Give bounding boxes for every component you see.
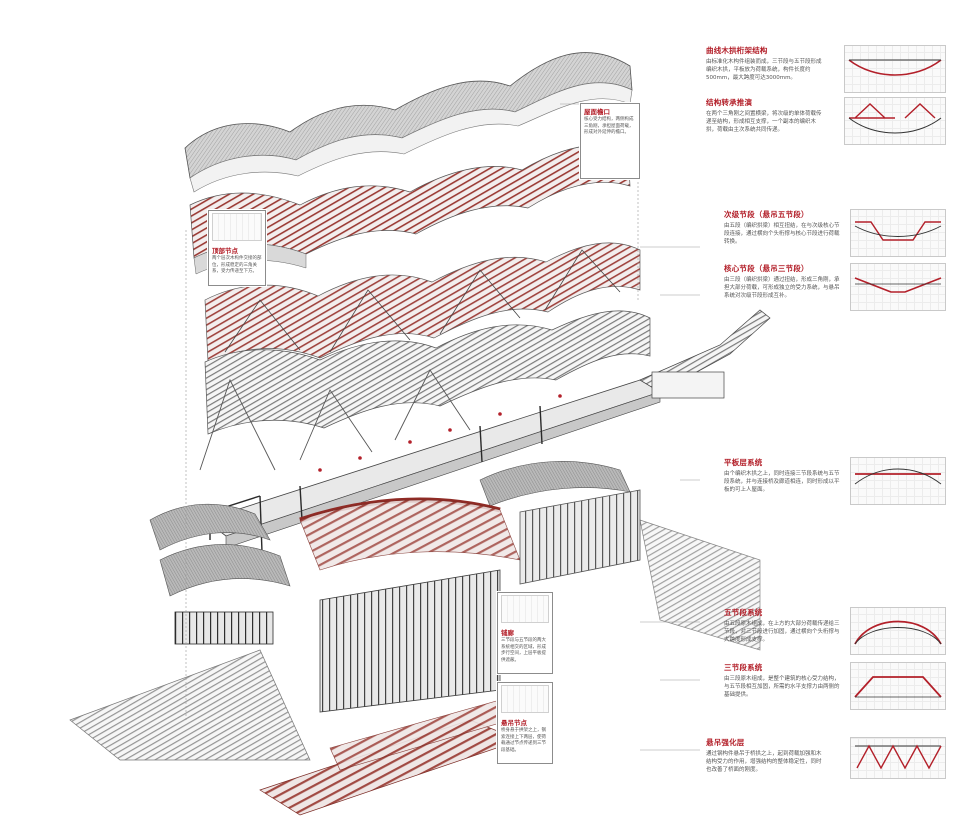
note-thumbnail	[850, 737, 946, 779]
note-curved-timber-arch: 曲线木拱桁架结构 由标准化木构件组装而成，三节段与五节段形成编织木拱，平板放为荷…	[706, 45, 956, 93]
callout-eave: 屋面檐口 核心受力结构，两侧构成三角刚，承担屋面荷载，形成对外延伸的檐口。	[580, 103, 640, 179]
rafter-layer-lower	[199, 310, 651, 471]
note-title: 悬吊强化层	[706, 738, 745, 747]
callout-thumbnail	[212, 213, 262, 241]
note-title: 核心节段（悬吊三节段）	[724, 264, 809, 273]
callout-description: 核心受力结构，两侧构成三角刚，承担屋面荷载，形成对外延伸的檐口。	[584, 117, 634, 135]
note-three-segment: 三节段系统 由三段原木组成，是整个建筑的核心受力结构，与五节段相互加固，所需的水…	[724, 662, 960, 710]
callout-top-node: 顶部节点 两个层次木构件交接的部位，形成稳定的三角关系，受力传递至下方。	[208, 210, 266, 286]
note-thumbnail	[850, 457, 946, 505]
callout-description: 两个层次木构件交接的部位，形成稳定的三角关系，受力传递至下方。	[212, 256, 262, 274]
main-hall	[174, 489, 641, 713]
lower-roof-layer	[149, 461, 631, 597]
callout-title: 屋面檐口	[584, 108, 610, 116]
note-description: 由五段（编织拱梁）相互扭结，在与次级核心节段连接，通过横向个头桁撑与核心节段进行…	[724, 223, 840, 245]
callout-title: 顶部节点	[212, 247, 238, 255]
ground-structure	[69, 519, 761, 816]
note-title: 结构转承推演	[706, 98, 753, 107]
callout-corridor: 铺廊 三节段与五节段的两大系统相交的区域，形成步行空间，上层平板提供遮蔽。	[497, 592, 553, 674]
note-description: 由五段原木组成，在上方的大部分荷载传递给三节段，对三节段进行加固，通过横向个头桁…	[724, 621, 840, 643]
callout-title: 铺廊	[501, 629, 514, 637]
note-thumbnail	[850, 662, 946, 710]
note-title: 平板层系统	[724, 458, 763, 467]
note-description: 由三段（编织拱梁）通过扭结，形成三角刚，承担大部分荷载，可形成独立的受力系统，与…	[724, 277, 840, 299]
rafter-layer-middle	[204, 242, 641, 363]
callout-title: 悬吊节点	[501, 719, 527, 727]
note-core-segment: 核心节段（悬吊三节段） 由三段（编织拱梁）通过扭结，形成三角刚，承担大部分荷载，…	[724, 263, 960, 311]
note-deck-system: 平板层系统 由个编织木拱之上，同时连接三节段系统与五节段系统，并与连接桥及廊道相…	[724, 457, 960, 505]
roof-layer-top	[184, 52, 633, 193]
note-title: 五节段系统	[724, 608, 763, 617]
callout-thumbnail	[501, 595, 549, 623]
note-thumbnail	[850, 209, 946, 257]
note-description: 通过钢构件悬吊于桥拱之上，起到荷载加强和木结构受力的作用，增强结构的整体稳定性，…	[706, 751, 822, 773]
note-secondary-segment: 次级节段（悬吊五节段） 由五段（编织拱梁）相互扭结，在与次级核心节段连接，通过横…	[724, 209, 960, 257]
note-description: 由标准化木构件组装而成，三节段与五节段形成编织木拱，平板放为荷载系统，构件长度约…	[706, 59, 822, 81]
note-suspension-layer: 悬吊强化层 通过钢构件悬吊于桥拱之上，起到荷载加强和木结构受力的作用，增强结构的…	[706, 737, 956, 779]
callout-description: 桥身悬于拱架之上，钢索连接上下两层，使荷载通过节点传递到三节段基础。	[501, 728, 546, 753]
note-description: 由个编织木拱之上，同时连接三节段系统与五节段系统，并与连接桥及廊道相连，同时形成…	[724, 471, 840, 493]
note-thumbnail	[844, 45, 946, 93]
note-structure-transfer: 结构转承推演 在两个三角刚之间置横梁，将次级的单体荷载传递至结构，形成相互支撑，…	[706, 97, 956, 145]
callout-thumbnail	[501, 685, 549, 713]
note-title: 三节段系统	[724, 663, 763, 672]
note-description: 在两个三角刚之间置横梁，将次级的单体荷载传递至结构，形成相互支撑，一个副本的编织…	[706, 111, 822, 133]
note-description: 由三段原木组成，是整个建筑的核心受力结构，与五节段相互加固，所需的水平支撑力由两…	[724, 676, 840, 698]
note-five-segment: 五节段系统 由五段原木组成，在上方的大部分荷载传递给三节段，对三节段进行加固，通…	[724, 607, 960, 655]
callout-description: 三节段与五节段的两大系统相交的区域，形成步行空间，上层平板提供遮蔽。	[501, 638, 546, 663]
leader-lines	[185, 103, 700, 751]
note-thumbnail	[844, 97, 946, 145]
note-title: 次级节段（悬吊五节段）	[724, 210, 809, 219]
callout-suspension-node: 悬吊节点 桥身悬于拱架之上，钢索连接上下两层，使荷载通过节点传递到三节段基础。	[497, 682, 553, 764]
note-title: 曲线木拱桁架结构	[706, 46, 768, 55]
note-thumbnail	[850, 607, 946, 655]
note-thumbnail	[850, 263, 946, 311]
